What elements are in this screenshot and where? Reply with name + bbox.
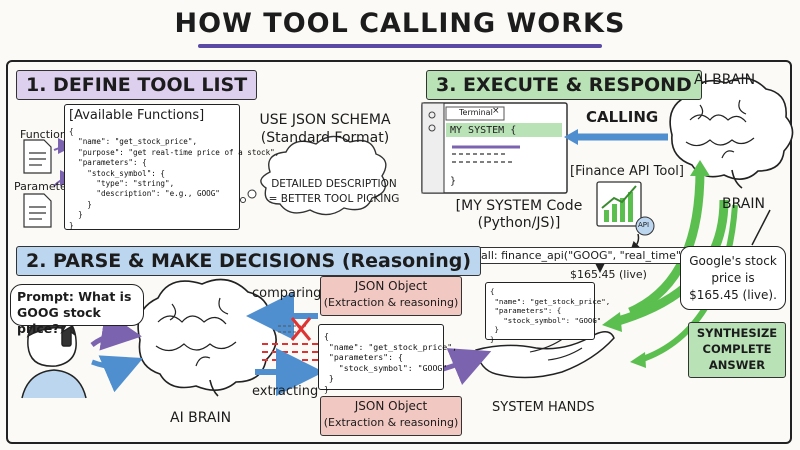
json-object-top-line1: JSON Object bbox=[354, 279, 428, 293]
finance-tool-label: [Finance API Tool] bbox=[570, 164, 684, 179]
parameters-label: Parameters bbox=[14, 180, 77, 193]
ai-brain-top-label: AI BRAIN bbox=[694, 72, 756, 88]
section2-header: 2. PARSE & MAKE DECISIONS (Reasoning) bbox=[16, 246, 482, 276]
json-object-bottom-line2: (Extraction & reasoning) bbox=[323, 416, 459, 429]
brain-label: BRAIN bbox=[722, 196, 765, 212]
synth-line1: SYNTHESIZE bbox=[696, 326, 778, 340]
section1-header: 1. DEFINE TOOL LIST bbox=[16, 70, 258, 100]
terminal-line: MY SYSTEM { bbox=[450, 125, 517, 136]
cloud-text-line1: DETAILED DESCRIPTION bbox=[271, 178, 397, 190]
system-hands-icon bbox=[475, 331, 615, 379]
terminal-tab-label: Terminal bbox=[459, 108, 493, 117]
system-json-doc: { "name": "get_stock_price", "parameters… bbox=[485, 282, 610, 344]
functions-label: Functions bbox=[20, 128, 73, 141]
schema-label-line1: USE JSON SCHEMA bbox=[259, 112, 391, 128]
synth-line2: COMPLETE bbox=[702, 342, 772, 356]
json-object-bottom-line1: JSON Object bbox=[354, 399, 428, 413]
comparison-lines bbox=[278, 317, 312, 341]
system-json-code: { "name": "get_stock_price", "parameters… bbox=[490, 287, 611, 344]
terminal-window bbox=[421, 102, 568, 194]
section3-header: 3. EXECUTE & RESPOND bbox=[426, 70, 702, 100]
answer-bubble: Google's stock price is $165.45 (live). bbox=[680, 246, 786, 310]
synthesize-box: SYNTHESIZE COMPLETE ANSWER bbox=[688, 322, 786, 378]
system-hands-label: SYSTEM HANDS bbox=[492, 400, 595, 415]
diagram-frame bbox=[6, 60, 792, 444]
thought-cloud bbox=[260, 135, 387, 216]
parsed-json-code: { "name": "get_stock_price", "parameters… bbox=[324, 331, 458, 394]
comparing-label: comparing bbox=[252, 286, 322, 301]
page-title: HOW TOOL CALLING WORKS bbox=[174, 8, 626, 39]
schema-label-line2: (Standard Format) bbox=[260, 130, 390, 146]
functions-doc-icon bbox=[23, 139, 52, 174]
terminal-close-brace: } bbox=[450, 176, 457, 187]
price-live-label: $165.45 (live) bbox=[570, 268, 647, 281]
ai-brain-label: AI BRAIN bbox=[170, 410, 232, 426]
cloud-text-line2: = BETTER TOOL PICKING bbox=[268, 193, 400, 205]
json-object-bottom: JSON Object (Extraction & reasoning) bbox=[320, 396, 462, 436]
answer-line2: price is bbox=[711, 271, 755, 285]
prompt-bubble: Prompt: What is GOOG stock price? bbox=[10, 284, 144, 336]
extracting-label: extracting bbox=[252, 384, 319, 399]
answer-line1: Google's stock bbox=[689, 254, 777, 268]
available-functions-doc: [Available Functions] { "name": "get_sto… bbox=[64, 104, 279, 230]
answer-line3: $165.45 (live). bbox=[689, 288, 777, 302]
ai-brain-middle bbox=[137, 278, 277, 397]
title-underline bbox=[198, 44, 602, 48]
finance-api-icon bbox=[596, 181, 655, 236]
system-code-line2: (Python/JS)] bbox=[477, 215, 561, 231]
terminal-close-icon: × bbox=[492, 106, 500, 116]
calling-label: CALLING bbox=[586, 108, 659, 126]
available-functions-title: [Available Functions] bbox=[69, 108, 205, 123]
system-code-line1: [MY SYSTEM Code bbox=[455, 198, 583, 214]
json-object-top: JSON Object (Extraction & reasoning) bbox=[320, 276, 462, 316]
synth-line3: ANSWER bbox=[708, 358, 766, 372]
parsed-json-doc: { "name": "get_stock_price", "parameters… bbox=[318, 324, 457, 394]
api-badge: API bbox=[638, 221, 650, 229]
json-object-top-line2: (Extraction & reasoning) bbox=[323, 296, 459, 309]
parameters-doc-icon bbox=[23, 193, 52, 228]
prompt-text: Prompt: What is GOOG stock price? bbox=[17, 289, 132, 336]
api-call-label: call: finance_api("GOOG", "real_time") bbox=[470, 247, 691, 264]
tool-schema-code: { "name": "get_stock_price", "purpose": … bbox=[69, 127, 280, 230]
